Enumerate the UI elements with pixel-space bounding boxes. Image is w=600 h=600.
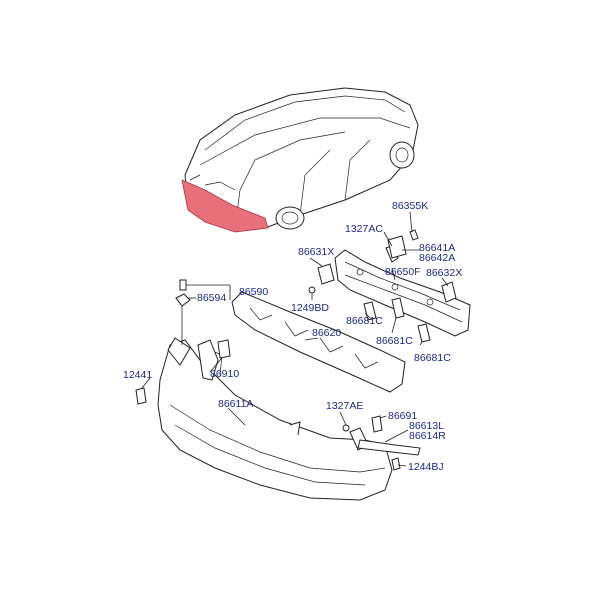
label-12441: 12441 bbox=[123, 369, 152, 381]
label-1327ac: 1327AC bbox=[345, 223, 383, 235]
label-86613l: 86613L bbox=[409, 420, 444, 432]
label-86681c-c: 86681C bbox=[414, 352, 451, 364]
label-86650f: 86650F bbox=[385, 266, 421, 278]
bumper-cover-86611a bbox=[157, 337, 393, 501]
energy-absorber-86620 bbox=[231, 291, 406, 393]
label-1249bd: 1249BD bbox=[291, 302, 329, 314]
left-fasteners bbox=[135, 279, 231, 405]
label-86691: 86691 bbox=[388, 410, 417, 422]
label-1327ae: 1327AE bbox=[326, 400, 363, 412]
label-86641a: 86641A bbox=[419, 242, 455, 254]
part-labels: 86355K 1327AC 86641A 86642A 86631X 86650… bbox=[123, 200, 462, 473]
label-86611a: 86611A bbox=[218, 398, 253, 410]
side-brackets bbox=[342, 415, 421, 471]
label-86614r: 86614R bbox=[409, 430, 446, 442]
back-beam-86650f bbox=[334, 249, 471, 337]
car-illustration bbox=[181, 87, 419, 233]
upper-fasteners bbox=[308, 229, 457, 343]
label-86620: 86620 bbox=[312, 327, 341, 339]
leader-lines bbox=[141, 211, 449, 467]
label-86910: 86910 bbox=[210, 368, 239, 380]
label-86632x: 86632X bbox=[426, 267, 462, 279]
label-86590: 86590 bbox=[239, 286, 268, 298]
label-86631x: 86631X bbox=[298, 246, 334, 258]
label-86681c-b: 86681C bbox=[376, 335, 413, 347]
label-86681c-a: 86681C bbox=[346, 315, 383, 327]
label-1244bj: 1244BJ bbox=[408, 461, 444, 473]
label-86642a: 86642A bbox=[419, 252, 455, 264]
label-86594: 86594 bbox=[197, 292, 226, 304]
label-86355k: 86355K bbox=[392, 200, 428, 212]
